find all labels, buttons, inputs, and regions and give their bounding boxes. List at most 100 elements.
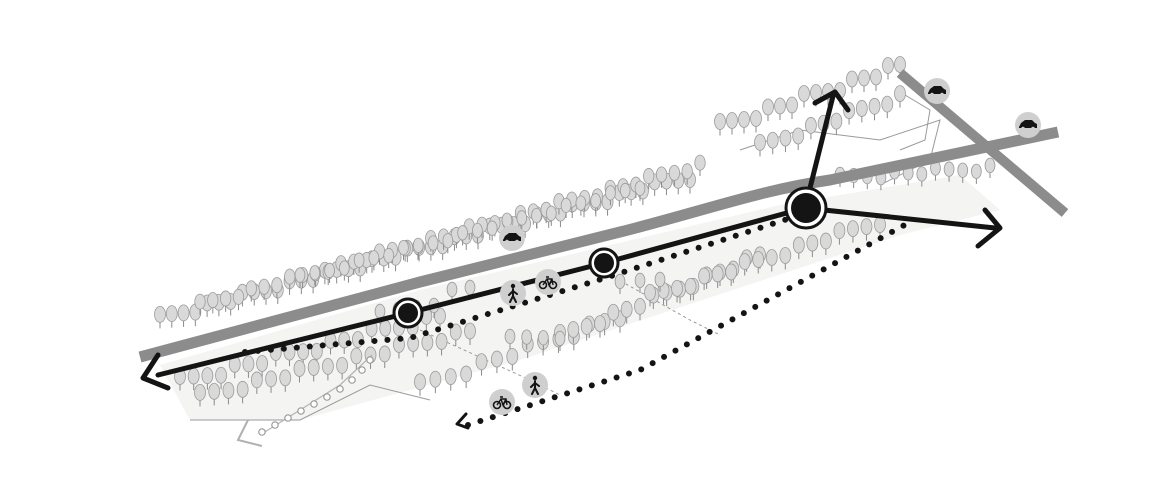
secondary-routes (242, 212, 913, 436)
pedestrian-icon (522, 372, 548, 398)
tree-icon (684, 277, 697, 301)
faint-route-dot (258, 428, 266, 436)
tree-icon (654, 271, 666, 292)
tree-icon (414, 373, 426, 396)
tree-icon (870, 68, 882, 91)
tree-icon (309, 265, 321, 286)
tree-icon (762, 98, 774, 121)
tree-icon (457, 225, 468, 246)
tree-icon (521, 329, 533, 350)
tree-icon (655, 166, 668, 188)
tree-icon (754, 133, 766, 157)
tree-icon (634, 180, 646, 201)
tree-icon (619, 182, 631, 204)
tree-icon (560, 197, 572, 218)
faint-route-dot (323, 393, 331, 401)
arrowhead-southwest-faint (236, 419, 263, 447)
tree-icon (531, 207, 542, 229)
tree-icon (265, 370, 277, 393)
tree-icon (984, 157, 996, 178)
tree-icon (446, 281, 458, 302)
tree-icon (698, 267, 711, 290)
tree-icon (681, 163, 693, 185)
car-icon (924, 78, 950, 104)
tree-icon (293, 360, 306, 383)
tree-icon (338, 260, 350, 281)
bicycle-icon (489, 389, 515, 415)
tree-icon (256, 355, 269, 378)
tree-icon (805, 117, 817, 140)
tree-icon (554, 330, 566, 351)
tree-icon (472, 222, 483, 244)
tree-icon (714, 113, 726, 136)
tree-layer (154, 56, 996, 407)
tree-icon (307, 359, 320, 382)
tree-icon (750, 110, 762, 133)
tree-icon (321, 358, 334, 381)
tree-icon (245, 280, 257, 302)
faint-route-dot (297, 407, 305, 415)
faint-route-dot (271, 421, 279, 429)
tree-icon (368, 250, 380, 271)
tree-icon (201, 367, 214, 390)
tree-icon (738, 253, 751, 276)
tree-icon (752, 251, 765, 274)
mode-icons (489, 78, 1041, 415)
tree-icon (792, 236, 805, 260)
tree-icon (165, 305, 178, 328)
lower-dotted-route (465, 219, 913, 428)
tree-icon (881, 95, 894, 119)
faint-dotted-route (259, 354, 373, 436)
tree-icon (779, 247, 792, 270)
tree-icon (350, 347, 363, 370)
tree-icon (294, 267, 306, 288)
tree-icon (765, 249, 778, 272)
tree-icon (284, 268, 296, 290)
tree-icon (220, 290, 232, 312)
node-middle (588, 247, 620, 279)
tree-icon (738, 111, 750, 134)
node-east-hub (784, 186, 828, 230)
arrowhead-southwest-dotted (455, 412, 470, 430)
tree-icon (412, 237, 424, 258)
tree-icon (207, 292, 219, 314)
tree-icon (634, 272, 646, 293)
tree-icon (236, 380, 249, 404)
tree-icon (634, 297, 646, 321)
tree-icon (435, 333, 448, 356)
tree-icon (580, 318, 593, 341)
tree-icon (575, 195, 587, 216)
tree-icon (798, 85, 810, 108)
tree-icon (442, 233, 454, 254)
tree-icon (506, 348, 519, 371)
tree-icon (806, 234, 819, 258)
tree-icon (643, 168, 655, 190)
tree-icon (594, 315, 606, 338)
tree-icon (971, 163, 982, 184)
tree-icon (711, 265, 724, 288)
tree-icon (786, 96, 798, 119)
tree-icon (407, 335, 420, 358)
car-icon (1015, 112, 1041, 138)
tree-icon (232, 288, 245, 311)
tree-icon (177, 304, 190, 327)
tree-icon (957, 162, 969, 183)
tree-icon (378, 345, 391, 368)
faint-route-dot (358, 366, 366, 374)
tree-icon (421, 334, 434, 357)
tree-icon (766, 131, 779, 155)
tree-icon (855, 100, 868, 123)
tree-icon (324, 262, 335, 283)
tree-icon (429, 370, 442, 394)
tree-icon (537, 330, 549, 351)
tree-icon (779, 129, 792, 153)
tree-icon (444, 368, 457, 391)
tree-icon (491, 350, 503, 374)
arrowhead-north (812, 89, 851, 113)
tree-icon (567, 321, 580, 344)
tree-icon (860, 218, 873, 241)
tree-icon (846, 70, 858, 93)
tree-icon (847, 220, 859, 243)
faint-route-dot (348, 376, 356, 384)
tree-icon (644, 283, 656, 307)
